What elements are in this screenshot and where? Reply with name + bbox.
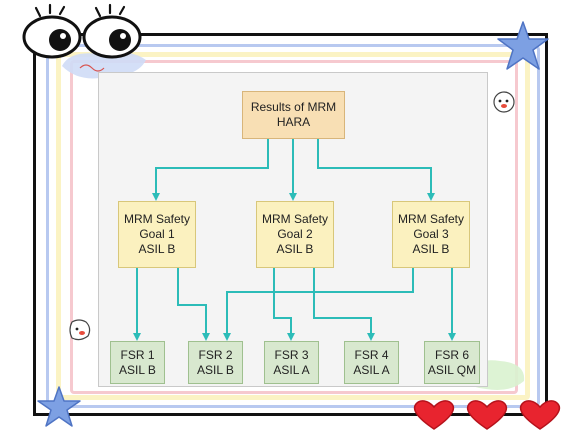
star-icon	[497, 21, 549, 70]
fsr-6-label: FSR 6	[434, 347, 469, 362]
safety-goal-3-box: MRM Safety Goal 3 ASIL B	[392, 201, 470, 268]
frame-border-yellow	[56, 52, 530, 400]
fsr-1-label: FSR 1	[120, 347, 155, 362]
safety-goal-1-box: MRM Safety Goal 1 ASIL B	[118, 201, 196, 268]
goal-2-line1: MRM Safety	[261, 212, 328, 226]
fsr-2-asil: ASIL B	[197, 362, 234, 377]
fsr-3-box: FSR 3 ASIL A	[264, 341, 319, 384]
frame-border-blue	[46, 44, 540, 408]
goal-1-asil: ASIL B	[138, 242, 176, 256]
fsr-3-label: FSR 3	[274, 347, 309, 362]
fsr-6-asil: ASIL QM	[427, 362, 477, 377]
fsr-1-asil: ASIL B	[119, 362, 156, 377]
face-doodle-icon	[493, 91, 515, 113]
goal-2-line2: Goal 2	[277, 227, 313, 241]
hara-line1: Results of MRM	[250, 100, 337, 114]
hara-results-box: Results of MRM HARA	[242, 91, 345, 139]
fsr-4-label: FSR 4	[354, 347, 389, 362]
safety-goal-2-box: MRM Safety Goal 2 ASIL B	[256, 201, 334, 268]
fsr-3-asil: ASIL A	[273, 362, 310, 377]
fsr-1-box: FSR 1 ASIL B	[110, 341, 165, 384]
fsr-2-label: FSR 2	[198, 347, 233, 362]
goal-1-line1: MRM Safety	[123, 212, 190, 226]
fsr-6-box: FSR 6 ASIL QM	[424, 341, 480, 384]
fsr-4-box: FSR 4 ASIL A	[344, 341, 399, 384]
face-doodle-icon	[69, 319, 91, 341]
paint-smear-icon	[62, 52, 146, 79]
star-icon	[37, 386, 81, 427]
fsr-2-box: FSR 2 ASIL B	[188, 341, 243, 384]
goal-2-asil: ASIL B	[276, 242, 314, 256]
goal-3-asil: ASIL B	[412, 242, 450, 256]
cartoon-eyes-icon	[22, 3, 142, 59]
fsr-4-asil: ASIL A	[353, 362, 390, 377]
goal-3-line2: Goal 3	[413, 227, 449, 241]
goal-3-line1: MRM Safety	[397, 212, 464, 226]
hara-line2: HARA	[276, 115, 311, 129]
goal-1-line2: Goal 1	[139, 227, 175, 241]
frame-border-pink	[70, 60, 518, 394]
hearts-icon	[413, 400, 561, 430]
